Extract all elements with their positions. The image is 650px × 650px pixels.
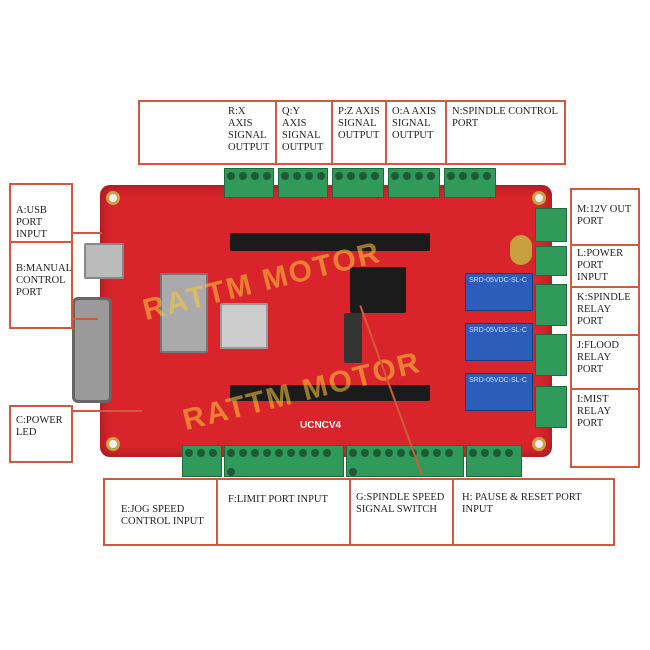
capacitor [510,235,532,265]
jog-speed-terminal [182,445,222,477]
ethernet-module [160,273,208,353]
label-jog-speed: E:JOG SPEED CONTROL INPUT [103,478,218,546]
mounting-hole [106,437,120,451]
label-power-led: C:POWER LED [9,405,73,463]
mounting-hole [106,191,120,205]
mounting-hole [532,191,546,205]
board-model-label: UCNCV4 [300,420,342,431]
leader-line [72,410,142,412]
spindle-control-terminal [444,168,496,198]
power-input-terminal [535,246,567,276]
12v-out-terminal [535,208,567,242]
label-pause-reset: H: PAUSE & RESET PORT INPUT [452,478,615,546]
y-axis-terminal [278,168,328,198]
label-12v-out: M:12V OUT PORT [570,188,640,246]
flood-relay-terminal [535,334,567,376]
optocoupler-row [230,385,430,401]
optocoupler-row [230,233,430,251]
label-flood-relay: J:FLOOD RELAY PORT [570,334,640,390]
label-limit-port: F:LIMIT PORT INPUT [216,478,351,546]
mist-relay: SRD-05VDC-SL-C [465,373,533,411]
label-usb-port: A:USB PORT INPUT [9,183,73,243]
label-power-input: L:POWER PORT INPUT [570,244,640,288]
limit-terminal-2 [346,445,464,477]
flood-relay: SRD-05VDC-SL-C [465,323,533,361]
cnc-controller-board: SRD-05VDC-SL-C SRD-05VDC-SL-C SRD-05VDC-… [72,185,552,457]
label-spindle-speed-switch: G:SPINDLE SPEED SIGNAL SWITCH [349,478,454,546]
z-axis-terminal [332,168,384,198]
x-axis-terminal [224,168,274,198]
label-x-axis: R:X AXIS SIGNAL OUTPUT [138,100,277,165]
spindle-speed-switch [344,313,362,363]
pause-reset-terminal [466,445,522,477]
label-z-axis: P:Z AXIS SIGNAL OUTPUT [331,100,387,165]
leader-line [72,232,102,234]
spindle-relay-terminal [535,284,567,326]
db15-manual-port [72,297,112,403]
label-y-axis: Q:Y AXIS SIGNAL OUTPUT [275,100,333,165]
a-axis-terminal [388,168,440,198]
label-manual-control: B:MANUAL CONTROL PORT [9,241,73,329]
mounting-hole [532,437,546,451]
leader-line [72,318,98,320]
label-spindle-control: N:SPINDLE CONTROL PORT [445,100,566,165]
mist-relay-terminal [535,386,567,428]
label-mist-relay: I:MIST RELAY PORT [570,388,640,468]
label-spindle-relay: K:SPINDLE RELAY PORT [570,286,640,336]
crystal-module [220,303,268,349]
spindle-relay: SRD-05VDC-SL-C [465,273,533,311]
limit-terminal [224,445,344,477]
usb-port [84,243,124,279]
label-a-axis: O:A AXIS SIGNAL OUTPUT [385,100,447,165]
